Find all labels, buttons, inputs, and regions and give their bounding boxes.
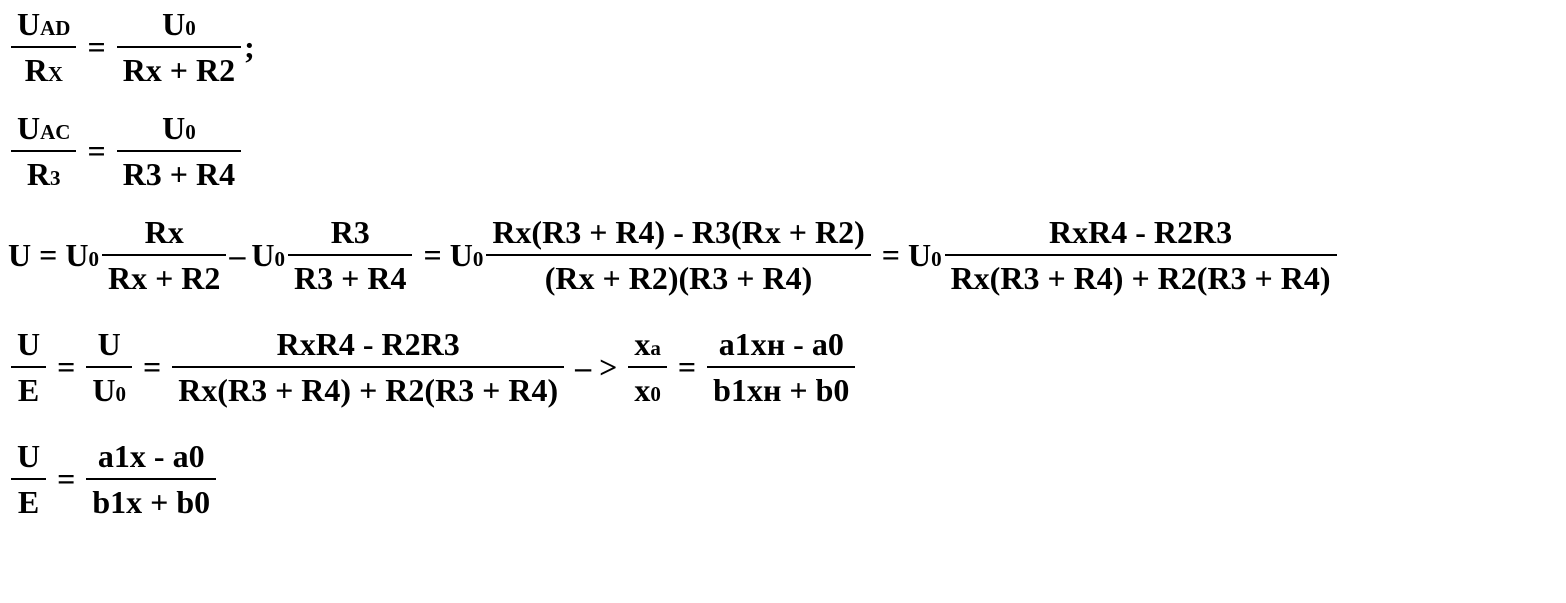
fraction-uac-over-r3: UAC R3 [11, 112, 77, 190]
fraction-u-over-e: U E [11, 440, 47, 518]
equation-uac: UAC R3 = U0 R3 + R4 [8, 112, 244, 190]
fraction-u-over-e: U E [11, 328, 47, 406]
u0-term: U0 [449, 237, 484, 273]
equals-sign: = [57, 349, 76, 385]
arrow-sign: – > [575, 349, 618, 385]
equation-final: U E = a1x - a0 b1x + b0 [8, 440, 219, 518]
fraction-u0-over-r3-r4: U0 R3 + R4 [116, 112, 242, 190]
equals-sign: = [677, 349, 697, 385]
equals-sign: = [87, 133, 106, 169]
equals-sign: = [142, 349, 162, 385]
u0-term: U0 [907, 237, 942, 273]
fraction-final-ratio: a1x - a0 b1x + b0 [86, 440, 217, 518]
lead-term: U = U0 [8, 237, 99, 273]
fraction-uad-over-rx: UAD RX [11, 8, 77, 86]
fraction-rx-over-sum: Rx Rx + R2 [101, 216, 227, 294]
fraction-simplified: RxR4 - R2R3 Rx(R3 + R4) + R2(R3 + R4) [944, 216, 1337, 294]
equals-sign: = [881, 237, 900, 273]
fraction-u-over-u0: U U0 [86, 328, 132, 406]
fraction-bridge-ratio: RxR4 - R2R3 Rx(R3 + R4) + R2(R3 + R4) [172, 328, 565, 406]
equation-uad: UAD RX = U0 Rx + R2 ; [8, 8, 255, 86]
fraction-linear-ratio: a1xн - a0 b1xн + b0 [707, 328, 856, 406]
equals-sign: = [87, 29, 106, 65]
equation-u-expansion: U = U0 Rx Rx + R2 – U0 R3 R3 + R4 = U0 R… [8, 216, 1340, 294]
fraction-xa-over-x0: xa x0 [628, 328, 667, 406]
fraction-r3-over-sum: R3 R3 + R4 [288, 216, 413, 294]
equals-sign: = [57, 461, 76, 497]
equals-sign: = [423, 237, 442, 273]
fraction-combined: Rx(R3 + R4) - R3(Rx + R2) (Rx + R2)(R3 +… [486, 216, 871, 294]
fraction-u0-over-sum: U0 Rx + R2 [116, 8, 242, 86]
minus-sign: – [229, 237, 246, 273]
equation-u-over-e: U E = U U0 = RxR4 - R2R3 Rx(R3 + R4) + R… [8, 328, 858, 406]
semicolon: ; [244, 29, 255, 65]
u0-term: U0 [251, 237, 286, 273]
